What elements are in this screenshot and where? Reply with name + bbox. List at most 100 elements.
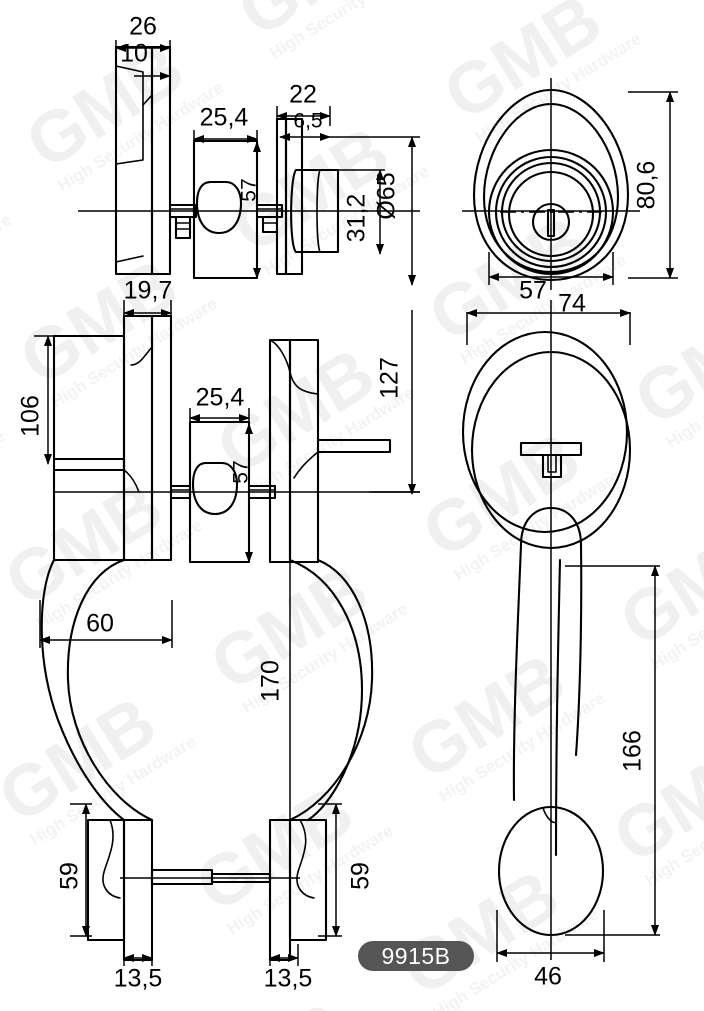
grip-left-outer: [40, 558, 126, 822]
lower-spindle-right: [247, 484, 277, 500]
cam-profile: [195, 180, 243, 235]
model-code-text: 9915B: [381, 942, 451, 969]
escutcheon-back-plate: [114, 45, 154, 276]
thumbturn-stem-inner: [547, 454, 557, 473]
lever-arm-stub: [316, 438, 392, 454]
grip-right-outer: [288, 558, 364, 822]
lever-shaft-left: [512, 543, 523, 802]
keyway-slot: [546, 208, 556, 238]
model-code-badge: 9915B: [358, 941, 474, 971]
dim-166: 166: [565, 565, 660, 936]
dim-31-2: 31,2: [338, 169, 385, 255]
lever-oval-back: [461, 330, 629, 534]
cylinder-collar: [275, 117, 288, 276]
dim-label-57-rosette: 57: [519, 277, 547, 305]
escutcheon-inner-edge: [115, 65, 144, 165]
escutcheon-front-plate: [150, 45, 172, 276]
grip-right-inner: [288, 558, 374, 822]
dim-13-5-left: 13,5: [114, 944, 163, 993]
view-exterior-escutcheon-side: 26 10 25,4 22: [78, 13, 420, 286]
dim-80-6: 80,6: [628, 91, 678, 279]
dim-label-13-5-right: 13,5: [264, 965, 313, 993]
left-plate-scallop-top: [130, 346, 153, 366]
dim-label-106: 106: [17, 395, 45, 437]
dim-59-right: 59: [318, 803, 375, 937]
dim-label-19-7: 19,7: [124, 277, 173, 305]
bottom-right-wave: [296, 819, 315, 899]
dim-10: 10: [120, 40, 171, 90]
dim-label-57-lower: 57: [230, 460, 253, 483]
dim-label-dia-65: Ø65: [373, 172, 401, 219]
lever-neck-top: [519, 506, 583, 547]
spindle-mid: [255, 203, 284, 219]
lock-housing-block: [192, 139, 259, 280]
dim-label-25-4-top: 25,4: [200, 104, 249, 132]
keyhole-circle: [531, 202, 571, 242]
dim-57-lower: 57: [230, 423, 253, 563]
dim-label-26: 26: [129, 13, 157, 41]
dim-59-left: 59: [56, 803, 92, 937]
bottom-plate-left-body: [86, 818, 126, 942]
escutcheon-chamfer-top: [142, 94, 153, 106]
spindle-drop-tab: [174, 215, 192, 240]
dim-19-7: 19,7: [123, 277, 173, 325]
dim-13-5-right: 13,5: [264, 944, 313, 993]
rosette-inner-outline: [482, 102, 620, 274]
handle-right-plate-front: [268, 338, 292, 564]
thumbturn-stem-outer: [541, 453, 563, 479]
dim-label-22: 22: [289, 81, 317, 109]
lower-cam-profile: [191, 461, 239, 516]
grip-left-inner: [66, 558, 154, 822]
dim-label-166: 166: [619, 730, 647, 772]
dim-25-4-top: 25,4: [193, 104, 258, 150]
bottom-left-wave: [102, 819, 121, 899]
right-plate-profile-top: [269, 339, 319, 395]
dim-label-74: 74: [558, 290, 586, 318]
view-rosette-front: 80,6 57: [462, 78, 678, 305]
lever-oval-front: [470, 350, 632, 550]
dim-label-25-4-lower: 25,4: [196, 384, 245, 412]
dim-60: 60: [39, 600, 173, 648]
escutcheon-chamfer-bottom: [115, 255, 144, 263]
dim-57-rosette: 57: [488, 252, 614, 305]
dim-label-59-right: 59: [347, 862, 375, 890]
thumbturn-bar: [519, 441, 583, 457]
dim-label-59-left: 59: [56, 862, 84, 890]
dim-label-13-5-left: 13,5: [114, 965, 163, 993]
lever-shaft-tip-fillet: [542, 807, 557, 824]
left-neck-fillet: [123, 469, 140, 493]
handle-left-plate-front: [150, 314, 173, 562]
dim-label-31-2: 31,2: [343, 194, 371, 243]
dim-26: 26: [115, 13, 171, 60]
knob-barrel-seam: [316, 169, 321, 253]
dim-label-170: 170: [257, 660, 285, 702]
view-lever-front: 74 166 46: [461, 290, 660, 991]
latch-bar-right: [210, 872, 272, 884]
dim-127: 127: [370, 310, 420, 495]
dim-22: 22: [276, 81, 331, 126]
dim-label-6-5: 6,5: [293, 110, 322, 133]
bottom-plate-right-edge: [268, 818, 292, 962]
latch-bar-left: [150, 868, 214, 886]
lower-spindle-left: [169, 484, 192, 500]
view-handle-side: 19,7 106 25,4 57: [17, 277, 420, 993]
spindle-upper: [168, 203, 198, 219]
dim-170: 170: [257, 496, 291, 830]
knob-barrel: [290, 168, 340, 254]
lever-arm-fillet: [293, 451, 319, 479]
dim-106: 106: [17, 335, 60, 465]
dim-label-60: 60: [86, 610, 114, 638]
handle-right-plate-body: [288, 338, 320, 564]
handle-left-neck: [52, 457, 126, 472]
dim-46: 46: [496, 910, 605, 991]
spindle-mid-tab: [261, 215, 279, 234]
rosette-ring-2: [494, 155, 608, 269]
dim-57-top: 57: [238, 141, 261, 279]
lever-bottom-oval: [497, 805, 605, 937]
dim-label-127: 127: [376, 357, 404, 399]
dim-6-5: 6,5: [279, 110, 331, 146]
bottom-plate-left-edge: [122, 818, 154, 962]
dim-label-10: 10: [120, 40, 148, 68]
